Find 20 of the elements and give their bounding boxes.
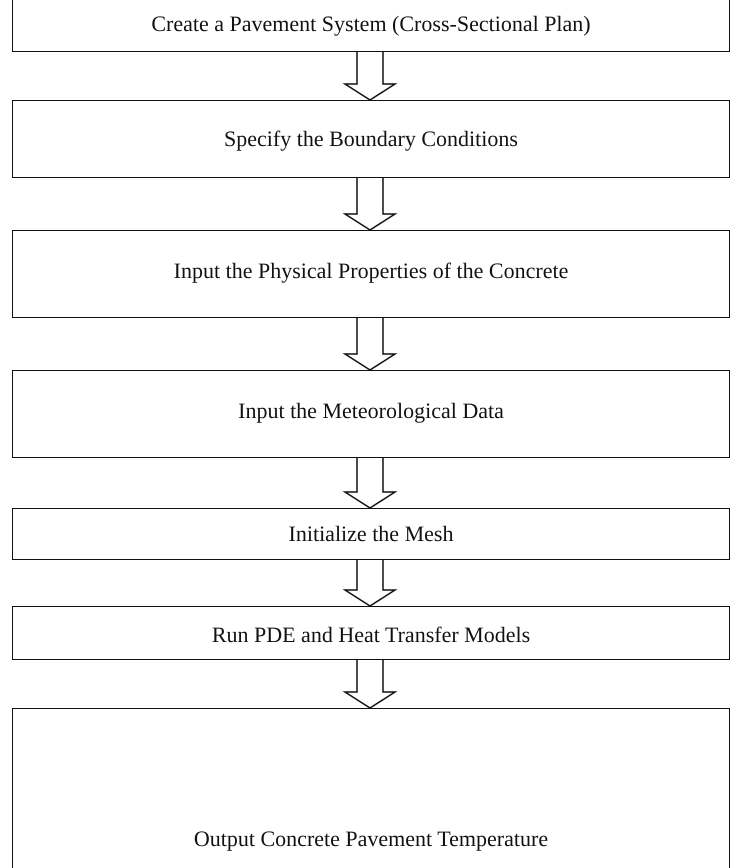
step-label: Initialize the Mesh (288, 521, 454, 547)
block-arrow (342, 559, 398, 607)
block-arrow (342, 177, 398, 231)
step-label: Specify the Boundary Conditions (223, 126, 519, 152)
process-box (12, 230, 730, 318)
block-arrow (342, 317, 398, 371)
process-box (12, 370, 730, 458)
step-label: Run PDE and Heat Transfer Models (210, 622, 532, 648)
block-arrow (342, 659, 398, 709)
process-box (12, 606, 730, 660)
step-label: Input the Meteorological Data (237, 398, 505, 424)
process-box (12, 0, 730, 52)
process-box (12, 508, 730, 560)
step-label: Input the Physical Properties of the Concrete (172, 258, 570, 284)
block-arrow (342, 51, 398, 101)
step-label: Create a Pavement System (Cross-Sectional Plan) (150, 11, 592, 37)
step-label: Output Concrete Pavement Temperature (192, 826, 550, 852)
block-arrow (342, 457, 398, 509)
process-box (12, 708, 730, 868)
process-box (12, 100, 730, 178)
